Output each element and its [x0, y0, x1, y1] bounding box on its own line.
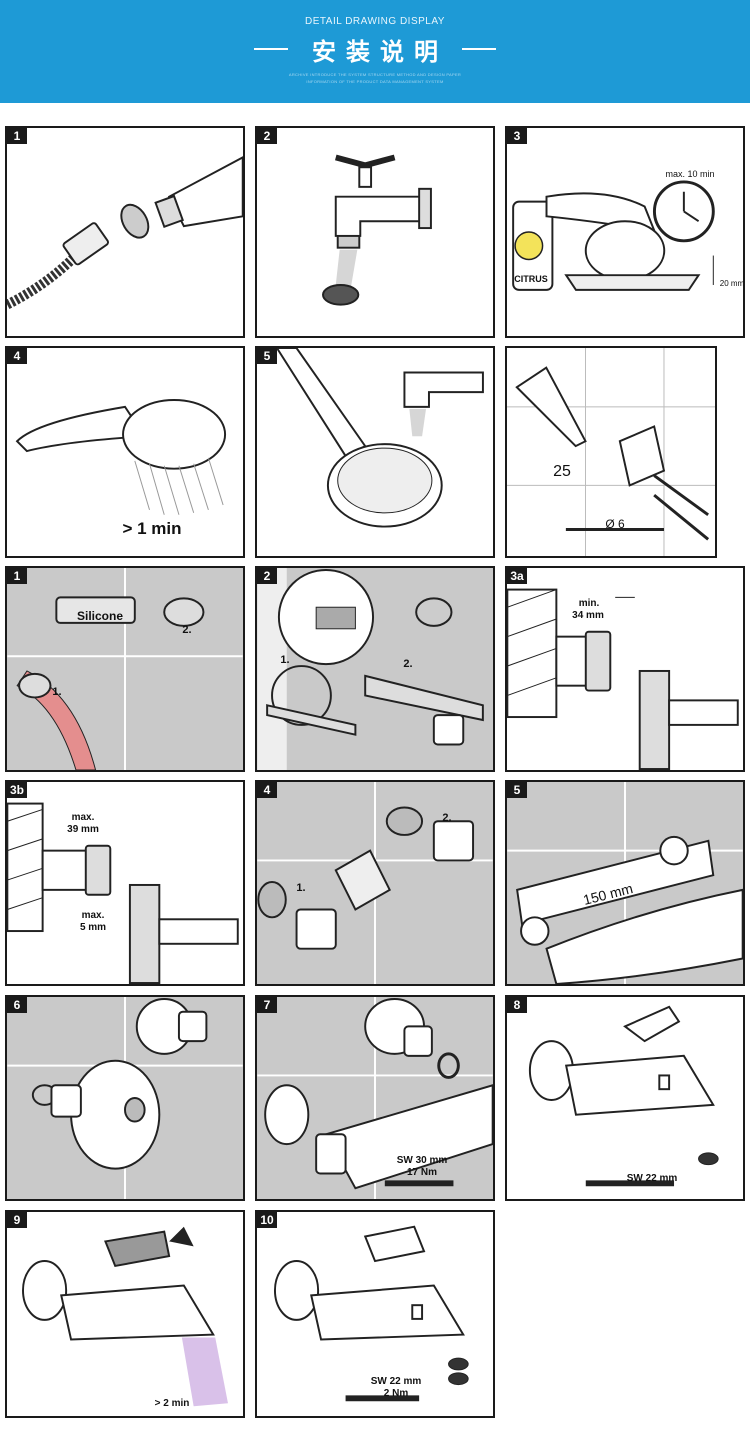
- step-number: 1: [7, 128, 27, 144]
- adapters-illustration: [257, 782, 493, 984]
- step-1-badge: 1.: [52, 686, 62, 698]
- header-title-row: 安装说明: [0, 34, 750, 66]
- step-number: 3a: [507, 568, 527, 584]
- step-number: 3b: [7, 782, 27, 798]
- panel-adapters: 4 1. 2.: [255, 780, 495, 986]
- rosettes-illustration: [7, 997, 243, 1199]
- max-label: max.: [71, 812, 95, 823]
- wrench-22-label: SW 22 mm: [626, 1173, 678, 1184]
- panel-hose-filter: 1: [5, 126, 245, 338]
- hose-filter-illustration: [7, 156, 243, 309]
- depth-label: 20 mm: [719, 279, 745, 288]
- panel-cut-pipe: 2 1. 2.: [255, 566, 495, 772]
- test-duration: > 2 min: [154, 1398, 190, 1409]
- max2-label: max.: [81, 910, 105, 921]
- panel-wall-bracket: 25 Ø 6: [505, 346, 717, 558]
- step-number: 4: [257, 782, 277, 798]
- step-2-badge: 2.: [182, 624, 192, 636]
- step-1-badge: 1.: [280, 654, 290, 666]
- wrench-22-label: SW 22 mm: [370, 1376, 422, 1387]
- lever-test-illustration: [22, 1226, 228, 1407]
- aerator-illustration: [528, 1005, 719, 1187]
- torque-17-label: 17 Nm: [406, 1167, 437, 1178]
- clock-label: max. 10 min: [665, 169, 715, 179]
- step-number: 1: [7, 568, 27, 584]
- panel-descale: 3 max. 10 min CITRUS 20 mm: [505, 126, 745, 338]
- step-number: 9: [7, 1212, 27, 1228]
- step-2-badge: 2.: [403, 658, 413, 670]
- rinse-duration: > 1 min: [122, 519, 182, 538]
- panel-flush: 5: [255, 346, 495, 558]
- min-depth-illustration: [507, 588, 739, 770]
- min-label: min.: [578, 598, 600, 609]
- title-line-right: [462, 48, 496, 50]
- panel-level: 5 150 mm: [505, 780, 745, 986]
- cut-pipe-illustration: [257, 568, 484, 770]
- silicone-illustration: [7, 568, 243, 770]
- header-banner: DETAIL DRAWING DISPLAY 安装说明 ARCHIVE INTR…: [0, 0, 750, 103]
- wrench-30-label: SW 30 mm: [396, 1155, 448, 1166]
- dimension-25: 25: [553, 463, 571, 480]
- step-number: 7: [257, 997, 277, 1013]
- step-number: 5: [257, 348, 277, 364]
- drill-size: Ø 6: [605, 517, 625, 531]
- wall-bracket-illustration: [507, 348, 715, 556]
- max-depth-illustration: [7, 802, 239, 984]
- step-number: 2: [257, 128, 277, 144]
- step-number: 10: [257, 1212, 277, 1228]
- tap-filter-illustration: [322, 154, 432, 306]
- step-number: 4: [7, 348, 27, 364]
- max2-value: 5 mm: [79, 922, 107, 933]
- panel-min-depth: 3a min. 34 mm: [505, 566, 745, 772]
- step-number: 2: [257, 568, 277, 584]
- step-1-badge: 1.: [296, 882, 306, 894]
- step-number: 5: [507, 782, 527, 798]
- header-fine-print-2: INFORMATION OF THE PRODUCT DATA MANAGEME…: [306, 79, 444, 84]
- panel-silicone: 1 Silicone 1. 2.: [5, 566, 245, 772]
- header-fine-print-1: ARCHIVE INTRODUCE THE SYSTEM STRUCTURE M…: [288, 72, 462, 77]
- final-aerator-illustration: [273, 1225, 469, 1402]
- torque-2-label: 2 Nm: [383, 1388, 409, 1399]
- step-number: 8: [507, 997, 527, 1013]
- panel-final-aerator: 10 SW 22 mm 2 Nm: [255, 1210, 495, 1418]
- panel-lever-test: 9 > 2 min: [5, 1210, 245, 1418]
- panel-max-depth: 3b max. 39 mm max. 5 mm: [5, 780, 245, 986]
- step-number: 3: [507, 128, 527, 144]
- step-2-badge: 2.: [442, 812, 452, 824]
- panel-mount-mixer: 7 SW 30 mm 17 Nm: [255, 995, 495, 1201]
- min-value: 34 mm: [572, 610, 604, 621]
- silicone-label: Silicone: [76, 609, 123, 623]
- panel-tap-filter: 2: [255, 126, 495, 338]
- panel-aerator: 8 SW 22 mm: [505, 995, 745, 1201]
- max-value: 39 mm: [67, 824, 99, 835]
- header-title: 安装说明: [312, 38, 448, 66]
- step-number: 6: [7, 997, 27, 1013]
- level-illustration: [507, 782, 743, 984]
- bottle-label: CITRUS: [514, 274, 548, 284]
- flush-illustration: [275, 348, 484, 528]
- panel-rinse: 4 > 1 min: [5, 346, 245, 558]
- mount-mixer-illustration: [257, 997, 493, 1199]
- descale-illustration: [512, 180, 715, 291]
- panel-rosettes: 6: [5, 995, 245, 1201]
- header-subtitle: DETAIL DRAWING DISPLAY: [305, 16, 445, 27]
- title-line-left: [254, 48, 288, 50]
- rinse-illustration: [15, 399, 227, 515]
